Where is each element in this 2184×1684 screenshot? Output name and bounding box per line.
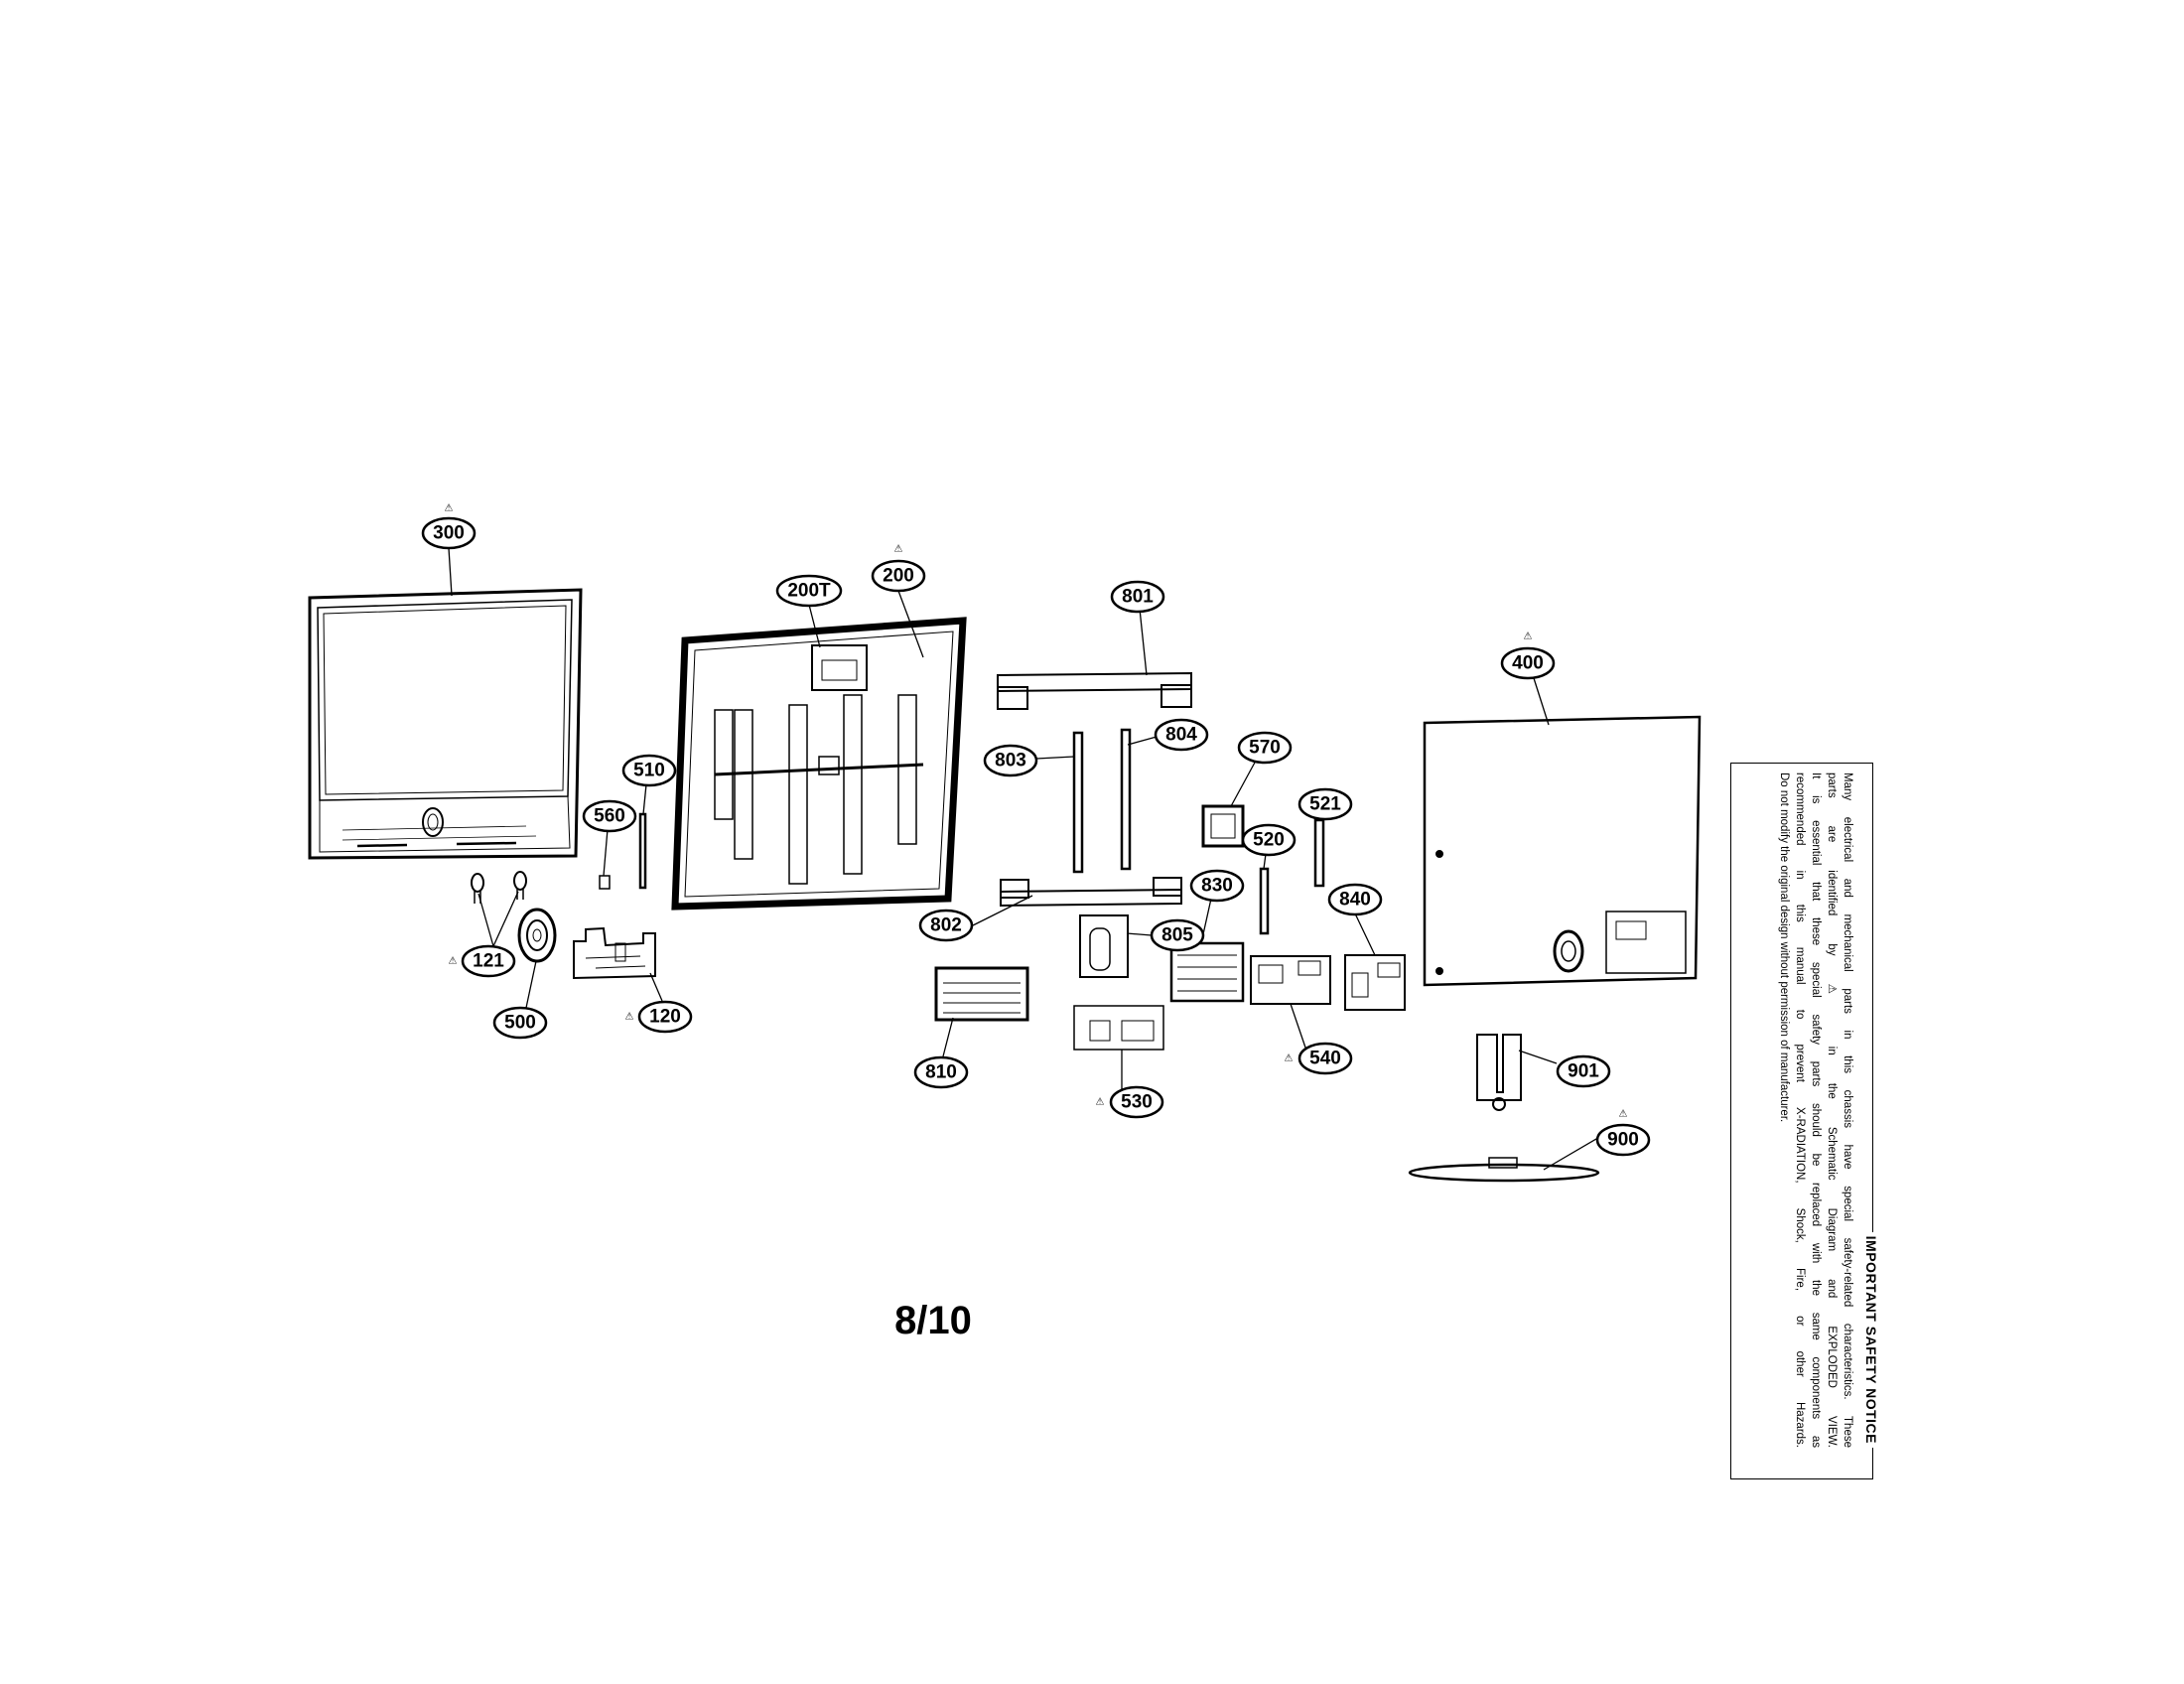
callout-400: ⚠ 400: [1500, 632, 1556, 680]
warning-icon: ⚠: [894, 544, 903, 555]
part-810-board: [934, 966, 1029, 1022]
callout-label: 521: [1309, 794, 1341, 815]
safety-notice-line: It is essential that these special safet…: [1810, 772, 1822, 1448]
part-900-stand-base: [1408, 1157, 1600, 1183]
part-840-board: [1344, 954, 1406, 1011]
part-300-front-bezel: [308, 588, 583, 860]
part-803-strip: [1072, 731, 1084, 874]
part-200-chassis: [671, 617, 967, 911]
callout-label: 900: [1607, 1130, 1639, 1151]
callout-label: 500: [504, 1013, 536, 1034]
safety-notice: IMPORTANT SAFETY NOTICE Many electrical …: [1730, 763, 1879, 1479]
safety-notice-line: parts are identified by ⚠ in the Schemat…: [1826, 772, 1838, 1448]
part-540-board: [1250, 955, 1331, 1005]
callout-804: 804: [1154, 718, 1209, 752]
safety-notice-line: Many electrical and mechanical parts in …: [1842, 772, 1853, 1448]
part-804-strip: [1120, 728, 1132, 871]
callout-802: 802: [918, 909, 974, 942]
callout-label: 200T: [787, 581, 831, 602]
part-510: [638, 812, 647, 890]
part-570: [1201, 804, 1245, 848]
part-901-stand-neck: [1476, 1034, 1522, 1111]
callout-805: 805: [1150, 918, 1205, 952]
callout-label: 802: [930, 915, 962, 936]
warning-icon: ⚠: [1096, 1097, 1105, 1108]
part-530-cover: [1073, 1005, 1164, 1051]
callout-label: 120: [649, 1007, 681, 1028]
safety-notice-line: recommended in this manual to prevent X-…: [1794, 772, 1806, 1448]
part-521-strip: [1313, 818, 1325, 888]
callout-560: 560: [582, 799, 637, 833]
callout-300: ⚠ 300: [421, 503, 477, 550]
callout-label: 560: [594, 806, 625, 827]
leader-lines: [448, 547, 1609, 1171]
callout-540: ⚠ 540: [1285, 1042, 1353, 1075]
callout-label: 901: [1568, 1061, 1599, 1082]
callout-840: 840: [1327, 883, 1383, 916]
warning-icon: ⚠: [1285, 1053, 1294, 1064]
part-121-buttons: [471, 871, 527, 904]
callout-570: 570: [1237, 731, 1293, 765]
part-500-speaker: [517, 908, 557, 963]
callout-810: 810: [913, 1055, 969, 1089]
callout-900: ⚠ 900: [1595, 1109, 1651, 1157]
callout-label: 510: [633, 761, 665, 781]
callout-200T: 200T: [775, 574, 843, 608]
warning-icon: ⚠: [1524, 632, 1533, 642]
callout-label: 810: [925, 1062, 957, 1083]
callout-label: 803: [995, 751, 1026, 772]
safety-notice-line: Do not modify the original design withou…: [1778, 772, 1790, 1123]
callout-label: 830: [1201, 876, 1233, 897]
part-801-bracket: [997, 671, 1192, 710]
callout-label: 520: [1253, 830, 1285, 851]
callout-521: 521: [1297, 787, 1353, 821]
part-520-strip: [1259, 867, 1270, 935]
part-400-back-cover: [1423, 715, 1702, 987]
safety-notice-content: IMPORTANT SAFETY NOTICE Many electrical …: [1730, 763, 1879, 1458]
callout-label: 540: [1309, 1049, 1341, 1069]
callout-label: 400: [1512, 653, 1544, 674]
callout-label: 530: [1121, 1092, 1153, 1113]
warning-icon: ⚠: [625, 1012, 634, 1023]
warning-icon: ⚠: [449, 956, 458, 967]
warning-icon: ⚠: [1619, 1109, 1628, 1120]
callout-803: 803: [983, 744, 1038, 777]
callout-label: 570: [1249, 738, 1281, 759]
callout-label: 801: [1122, 587, 1154, 608]
callout-500: 500: [492, 1006, 548, 1040]
callout-801: 801: [1110, 580, 1165, 614]
callout-label: 840: [1339, 890, 1371, 911]
callout-label: 805: [1161, 925, 1193, 946]
callout-label: 300: [433, 523, 465, 544]
part-120-bracket: [573, 926, 656, 980]
safety-notice-border: [1730, 763, 1873, 1479]
part-830-board: [1169, 941, 1245, 1003]
callout-121: ⚠ 121: [449, 944, 516, 978]
callout-label: 200: [883, 566, 914, 587]
callout-510: 510: [621, 754, 677, 787]
callout-label: 804: [1165, 725, 1197, 746]
callout-901: 901: [1556, 1054, 1611, 1088]
callout-label: 121: [473, 951, 504, 972]
page-number: 8/10: [894, 1299, 972, 1342]
part-805-board: [1079, 914, 1129, 978]
safety-notice-title: IMPORTANT SAFETY NOTICE: [1863, 1231, 1879, 1448]
callout-520: 520: [1241, 823, 1297, 857]
callout-830: 830: [1189, 869, 1245, 903]
warning-icon: ⚠: [445, 503, 454, 514]
callout-200: ⚠ 200: [871, 544, 926, 593]
callout-530: ⚠ 530: [1096, 1085, 1164, 1119]
part-802-bracket: [1000, 877, 1182, 908]
callout-120: ⚠ 120: [625, 1000, 693, 1034]
part-560: [599, 875, 611, 890]
